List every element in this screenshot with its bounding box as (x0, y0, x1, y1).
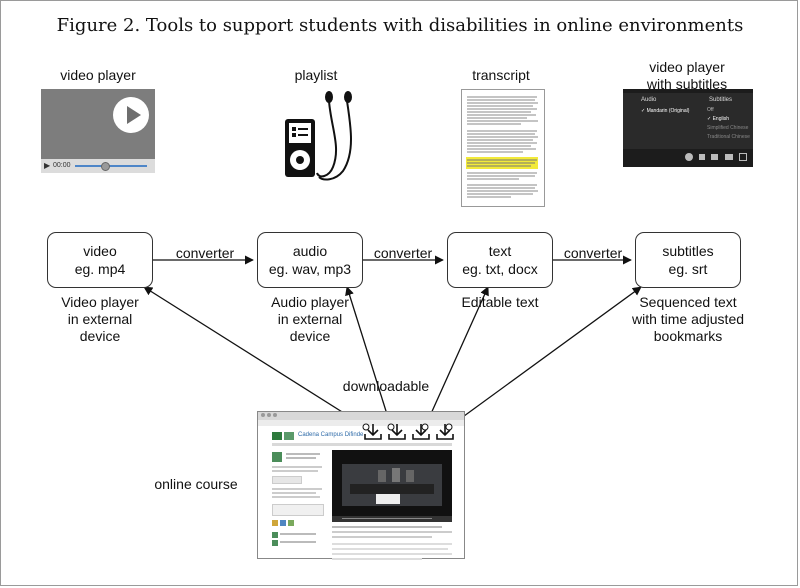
subtitle-option: Off (707, 107, 714, 113)
subtitle-option: Simplified Chinese (707, 125, 749, 131)
arrow-origin-markers (362, 423, 453, 431)
node-audio-line1: audio (292, 243, 328, 259)
playlist-label: playlist (294, 67, 338, 83)
converter-label-3: converter (563, 245, 623, 261)
downloadable-label: downloadable (342, 378, 430, 394)
node-subtitles: subtitles eg. srt (635, 232, 741, 288)
subtitle-options: Off ✓ English Simplified Chinese Traditi… (707, 106, 751, 142)
audio-header: Audio (641, 97, 657, 103)
music-player-icon (285, 91, 352, 181)
caption-subtitles: Sequenced text with time adjusted bookma… (631, 294, 745, 344)
node-audio-line2: eg. wav, mp3 (268, 261, 352, 277)
node-text-line1: text (488, 243, 512, 259)
subtitle-option: ✓ English (707, 116, 729, 122)
play-small-icon: ▶ (44, 161, 51, 170)
download-arrow-audio (345, 286, 392, 428)
caption-audio: Audio player in external device (271, 294, 349, 344)
node-text-line2: eg. txt, docx (462, 261, 538, 277)
play-icon (113, 97, 149, 133)
subtitled-player-thumbnail: Audio Subtitles ✓ Mandarin (Original) Of… (623, 89, 753, 167)
download-icon-subtitles (436, 424, 454, 440)
online-course-window: Cadena Campus Difinde (257, 411, 465, 560)
skip-icon (699, 154, 705, 160)
subtitled-player-label-line2: with subtitles (646, 76, 728, 92)
converter-label-1: converter (175, 245, 235, 261)
node-audio: audio eg. wav, mp3 (257, 232, 363, 288)
progress-thumb (101, 162, 110, 171)
window-toolbar (258, 420, 464, 426)
player-control-icons (685, 153, 751, 163)
subtitled-player-label: video player with subtitles (621, 59, 753, 93)
transcript-label: transcript (472, 67, 530, 83)
download-icon-audio (388, 424, 406, 440)
video-time: 00:00 (53, 162, 71, 169)
download-arrow-text (424, 286, 489, 428)
download-icon-video (364, 424, 382, 440)
caption-video: Video player in external device (61, 294, 139, 344)
node-text: text eg. txt, docx (447, 232, 553, 288)
node-video-line1: video (83, 243, 117, 259)
site-subtitle-line (272, 443, 452, 446)
video-controls-bar: ▶ 00:00 (41, 159, 155, 173)
course-description (332, 526, 452, 560)
fullscreen-icon (739, 153, 747, 161)
course-sidebar (272, 452, 326, 546)
progress-track (75, 165, 147, 167)
online-course-label: online course (154, 476, 238, 492)
figure-title: Figure 2. Tools to support students with… (56, 15, 744, 36)
node-video: video eg. mp4 (47, 232, 153, 288)
play-control-icon (685, 153, 693, 161)
video-player-label: video player (60, 67, 136, 83)
video-player-thumbnail: ▶ 00:00 (41, 89, 155, 173)
transcript-document-icon (461, 89, 545, 207)
site-logo-secondary (284, 432, 294, 440)
course-video-controls (332, 516, 452, 522)
caption-text: Editable text (461, 294, 539, 310)
audio-option: ✓ Mandarin (Original) (641, 108, 690, 114)
subtitle-option: Traditional Chinese (707, 134, 750, 140)
volume-icon (711, 154, 718, 160)
node-subtitles-line1: subtitles (662, 243, 714, 259)
download-arrow-subtitles (448, 286, 642, 428)
download-icons (364, 424, 454, 440)
node-video-line2: eg. mp4 (74, 261, 126, 277)
subtitles-header: Subtitles (709, 97, 733, 103)
site-logo (272, 432, 282, 440)
course-video-frame (332, 450, 452, 522)
cc-icon (725, 154, 733, 160)
download-arrow-video (143, 286, 367, 428)
converter-label-2: converter (373, 245, 433, 261)
site-name: Cadena Campus Difinde (298, 432, 364, 438)
node-subtitles-line2: eg. srt (668, 261, 708, 277)
subtitled-player-label-line1: video player (649, 59, 725, 75)
course-video-scene (342, 464, 442, 506)
subtitle-menu: Audio Subtitles ✓ Mandarin (Original) Of… (623, 93, 753, 149)
download-icon-text (412, 424, 430, 440)
